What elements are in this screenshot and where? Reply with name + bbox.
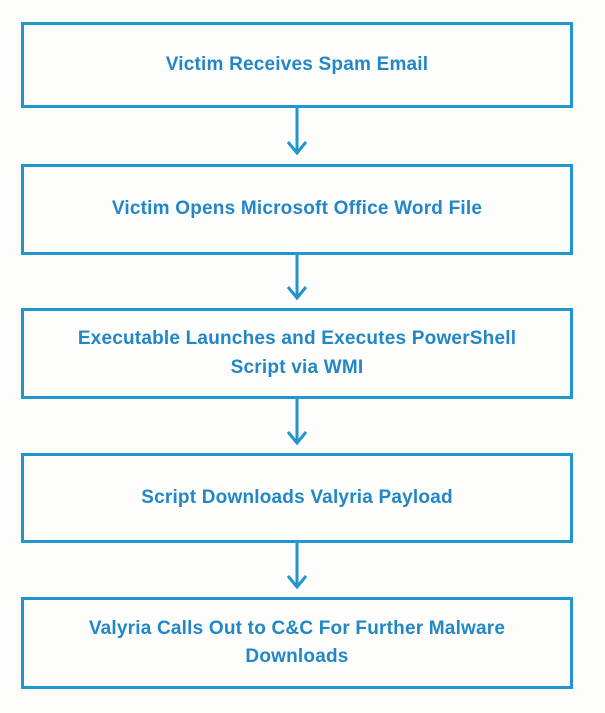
flow-step-label: Victim Receives Spam Email [165,53,429,75]
flow-step-label: Victim Opens Microsoft Office Word File [111,198,483,220]
connector [21,543,573,597]
down-arrow-icon [286,255,308,301]
flow-step-label: Valyria Calls Out to C&C For Further Mal… [88,617,506,668]
down-arrow-icon [286,108,308,156]
down-arrow-icon [286,543,308,590]
flow-step-opens-word-file: Victim Opens Microsoft Office Word File [21,164,573,255]
flow-step-label: Script Downloads Valyria Payload [141,486,453,508]
connector [21,255,573,308]
flow-step-powershell-wmi: Executable Launches and Executes PowerSh… [21,308,573,399]
flow-step-spam-email: Victim Receives Spam Email [21,22,573,108]
malware-infection-flowchart: Victim Receives Spam Email Victim Opens … [21,22,573,689]
down-arrow-icon [286,399,308,446]
connector [21,108,573,164]
flow-step-downloads-payload: Script Downloads Valyria Payload [21,453,573,543]
flow-step-cc-callout: Valyria Calls Out to C&C For Further Mal… [21,597,573,689]
connector [21,399,573,453]
flow-step-label: Executable Launches and Executes PowerSh… [77,328,517,378]
